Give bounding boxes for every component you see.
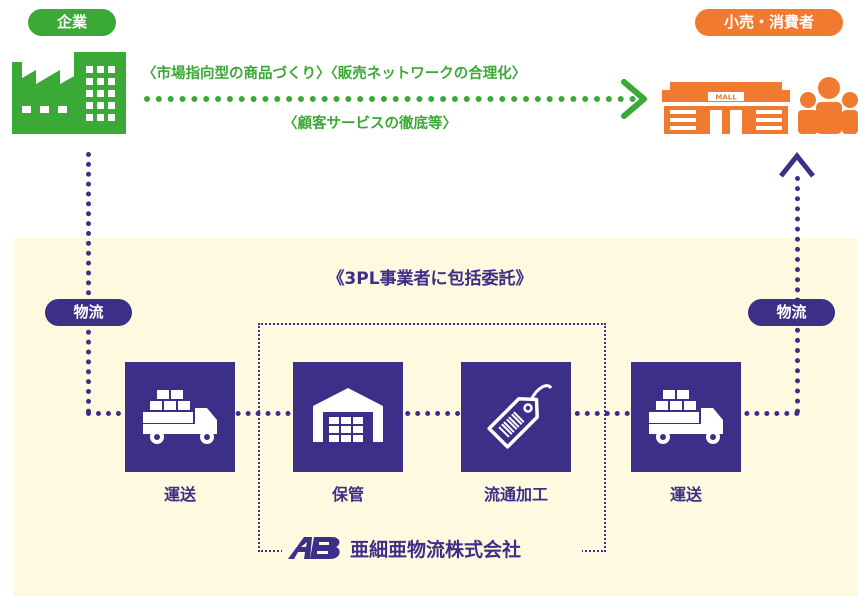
warehouse-icon bbox=[313, 388, 383, 442]
company-name: 亜細亜物流株式会社 bbox=[350, 539, 522, 561]
benefit-text-line1: 〈市場指向型の商品づくり〉〈販売ネットワークの合理化〉 bbox=[142, 66, 527, 82]
consumers-icon bbox=[798, 77, 858, 134]
step-processing-label: 流通加工 bbox=[483, 485, 548, 504]
step-transport-left-label: 運送 bbox=[163, 485, 196, 504]
step-storage-label: 保管 bbox=[331, 485, 364, 504]
step-transport-left-box bbox=[125, 362, 235, 472]
logistics-badge-left: 物流 bbox=[45, 299, 132, 326]
green-flow-line bbox=[144, 96, 636, 102]
retail-consumer-badge: 小売・消費者 bbox=[695, 9, 843, 36]
company-badge: 企業 bbox=[28, 9, 116, 36]
company-logo-icon bbox=[288, 537, 340, 559]
panel-title: 《3PL事業者に包括委託》 bbox=[327, 269, 533, 289]
step-transport-right-label: 運送 bbox=[669, 485, 702, 504]
factory-icon bbox=[12, 52, 126, 134]
tag-icon bbox=[487, 384, 553, 449]
right-flow-line bbox=[795, 176, 800, 414]
truck-icon bbox=[649, 390, 723, 444]
horizontal-flow-line bbox=[86, 411, 800, 416]
mall-store-icon: MALL bbox=[662, 82, 790, 134]
mall-sign-text: MALL bbox=[715, 94, 737, 102]
step-processing-box bbox=[461, 362, 571, 472]
left-flow-line bbox=[86, 152, 91, 414]
step-storage-box bbox=[293, 362, 403, 472]
truck-icon bbox=[143, 390, 217, 444]
green-arrow-head-icon bbox=[621, 79, 647, 119]
step-transport-right-box bbox=[631, 362, 741, 472]
benefit-text-line2: 〈顧客サービスの徹底等〉 bbox=[283, 116, 457, 132]
up-arrow-head-icon bbox=[779, 151, 815, 178]
logistics-badge-right: 物流 bbox=[748, 299, 835, 326]
